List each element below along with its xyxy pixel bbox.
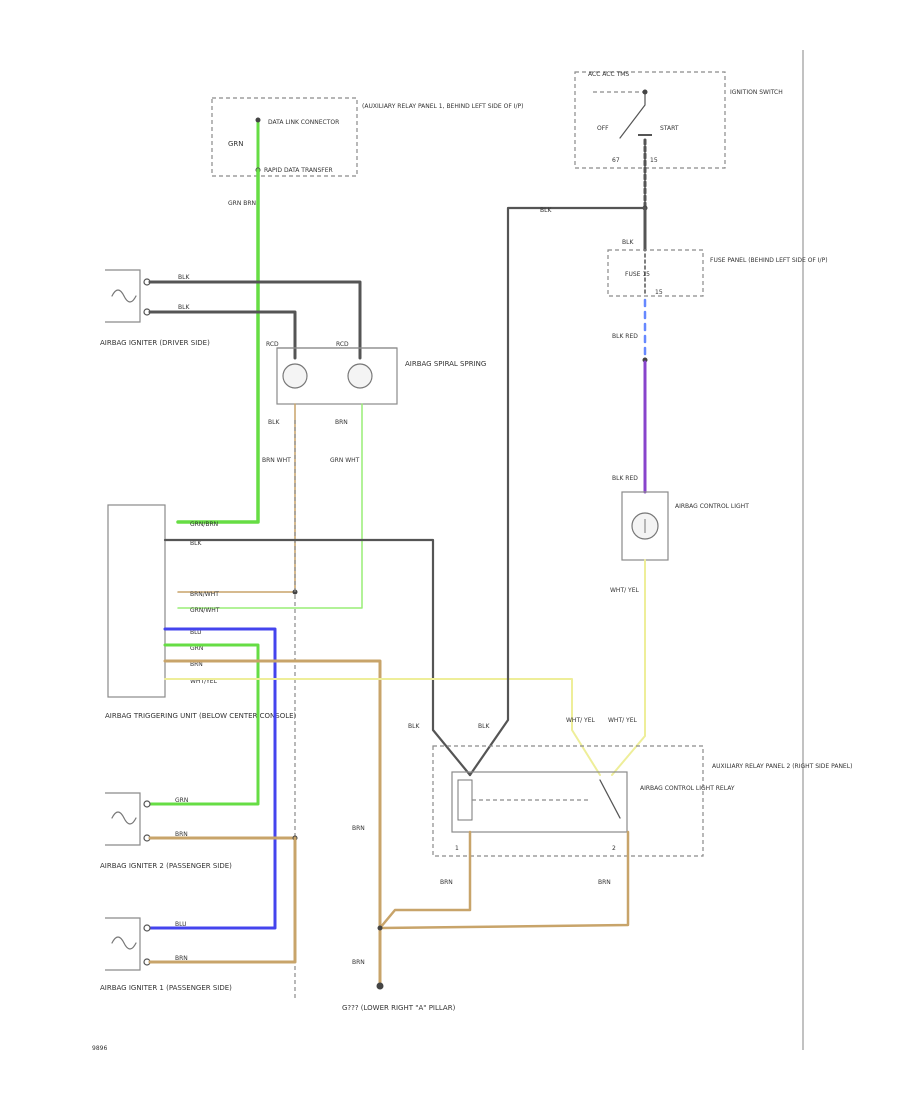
wire-label-gnd-brn-2: BRN xyxy=(352,959,365,966)
wire-label-driver-1: BLK xyxy=(178,274,190,281)
wire-label-spiral-brn: BRN xyxy=(335,419,348,426)
tu-pin-grn-wht: GRN/WHT xyxy=(190,607,220,614)
ignition-switch-label: IGNITION SWITCH xyxy=(730,89,783,96)
relay-pin-2: 2 xyxy=(612,845,616,852)
wire-black-driver-1 xyxy=(148,280,362,360)
wire-label-brn-wht: BRN WHT xyxy=(262,457,291,464)
wire-black-tu-to-relay xyxy=(163,538,472,777)
fuse-pin: 15 xyxy=(655,289,663,296)
wire-label-blk-red-2: BLK RED xyxy=(612,475,638,482)
tu-pin-blu: BLU xyxy=(190,629,202,636)
wire-label-grn-wht: GRN WHT xyxy=(330,457,360,464)
wire-brn-wht-spiral xyxy=(177,403,296,593)
tu-pin-grn: GRN xyxy=(190,645,203,652)
wire-label-relay-brn-2: BRN xyxy=(598,879,611,886)
wire-label-blk-red-1: BLK RED xyxy=(612,333,638,340)
wire-grn-brn-to-triggering-unit xyxy=(176,168,260,524)
relay-switch-arm xyxy=(599,779,621,819)
fuse-location-label: FUSE PANEL (BEHIND LEFT SIDE OF I/P) xyxy=(710,257,828,264)
wire-label-grn-brn: GRN BRN xyxy=(228,200,256,207)
data-link-grn-label: GRN xyxy=(228,140,244,148)
passenger1-pin-1 xyxy=(143,924,151,932)
ignition-start-label: START xyxy=(660,125,679,132)
wire-label-p1-brn: BRN xyxy=(175,955,188,962)
triggering-unit-label: AIRBAG TRIGGERING UNIT (BELOW CENTER CON… xyxy=(105,712,297,720)
relay-location-label: AUXILIARY RELAY PANEL 2 (RIGHT SIDE PANE… xyxy=(712,763,852,770)
tu-pin-grn-brn: GRN/BRN xyxy=(190,521,218,528)
fuse-label: FUSE 15 xyxy=(625,271,650,278)
tu-pin-brn: BRN xyxy=(190,661,203,668)
wire-wht-yel-tu-to-relay xyxy=(164,678,601,776)
wire-label-driver-2: BLK xyxy=(178,304,190,311)
wire-label-wht-yel-1: WHT/ YEL xyxy=(610,587,639,594)
fuse-top-wire-label: BLK xyxy=(622,239,634,246)
wire-label-gnd-brn-1: BRN xyxy=(352,825,365,832)
spiral-spring-contact-a xyxy=(282,363,308,389)
data-link-location-label: (AUXILIARY RELAY PANEL 1, BEHIND LEFT SI… xyxy=(362,103,523,110)
passenger1-igniter-element xyxy=(111,936,137,950)
wire-grn-wht-spiral xyxy=(177,403,363,609)
relay-panel-box xyxy=(432,745,704,857)
driver-igniter-label: AIRBAG IGNITER (DRIVER SIDE) xyxy=(100,339,210,347)
wire-label-ign-blk: BLK xyxy=(540,207,552,214)
tu-pin-blk: BLK xyxy=(190,540,202,547)
tu-pin-wht-yel: WHT/YEL xyxy=(190,678,218,685)
relay-coil xyxy=(457,779,473,821)
wire-label-p2-brn: BRN xyxy=(175,831,188,838)
wire-wht-yel-light-to-relay xyxy=(611,559,646,776)
ignition-contact-arm xyxy=(619,91,646,139)
rapid-data-transfer-label: RAPID DATA TRANSFER xyxy=(264,167,333,174)
wire-black-driver-2 xyxy=(148,310,297,360)
wire-label-relay-blk-1: BLK xyxy=(408,723,420,730)
passenger1-igniter-body xyxy=(105,917,141,971)
wire-label-wht-yel-2: WHT/ YEL xyxy=(608,717,637,724)
ground-terminal xyxy=(376,982,384,990)
splice-ground xyxy=(377,925,383,931)
relay-label: AIRBAG CONTROL LIGHT RELAY xyxy=(640,785,735,792)
wire-brown-relay1-to-ground xyxy=(378,830,472,930)
spiral-pin-b: RCD xyxy=(336,341,349,348)
relay-pin-1: 1 xyxy=(455,845,459,852)
data-link-connector-box xyxy=(211,97,358,177)
spiral-spring-label: AIRBAG SPIRAL SPRING xyxy=(405,360,486,368)
passenger2-igniter-element xyxy=(111,811,137,825)
control-light-label: AIRBAG CONTROL LIGHT xyxy=(675,503,749,510)
wire-green-tu-to-igniter2 xyxy=(148,643,260,806)
wire-black-ignition-to-relay xyxy=(468,206,647,777)
ignition-top-label: ACC ACC TMS xyxy=(588,71,629,78)
wire-label-relay-brn-1: BRN xyxy=(440,879,453,886)
passenger1-label: AIRBAG IGNITER 1 (PASSENGER SIDE) xyxy=(100,984,232,992)
wire-label-relay-blk-2: BLK xyxy=(478,723,490,730)
fuse-panel-box xyxy=(607,249,704,297)
triggering-unit-box xyxy=(107,504,166,698)
wire-label-wht-yel-3: WHT/ YEL xyxy=(566,717,595,724)
wire-brown-passenger1 xyxy=(148,836,297,964)
wire-label-p2-grn: GRN xyxy=(175,797,188,804)
data-link-connector-label: DATA LINK CONNECTOR xyxy=(268,119,339,126)
passenger2-igniter-body xyxy=(105,792,141,846)
relay-body xyxy=(451,771,628,833)
ground-label: G??? (LOWER RIGHT "A" PILLAR) xyxy=(342,1004,456,1012)
wire-brown-tu-to-ground xyxy=(163,659,382,987)
ignition-off-label: OFF xyxy=(597,125,609,132)
spiral-pin-a: RCD xyxy=(266,341,279,348)
wire-label-spiral-blk: BLK xyxy=(268,419,280,426)
passenger2-pin-1 xyxy=(143,800,151,808)
driver-igniter-element xyxy=(111,289,137,303)
ignition-switch-box xyxy=(574,71,726,169)
ignition-pin-2: 15 xyxy=(650,157,658,164)
figure-number: 9896 xyxy=(92,1045,107,1052)
wire-label-p1-blu: BLU xyxy=(175,921,187,928)
ignition-node xyxy=(642,89,648,95)
ignition-pin-1: 67 xyxy=(612,157,620,164)
data-link-pin-top xyxy=(255,117,261,123)
wire-blue-tu-to-igniter1 xyxy=(148,627,277,930)
tu-pin-brn-wht: BRN/WHT xyxy=(190,591,219,598)
passenger2-label: AIRBAG IGNITER 2 (PASSENGER SIDE) xyxy=(100,862,232,870)
wire-brown-relay2-to-ground xyxy=(378,830,630,930)
spiral-spring-contact-b xyxy=(347,363,373,389)
driver-igniter-body xyxy=(105,269,141,323)
